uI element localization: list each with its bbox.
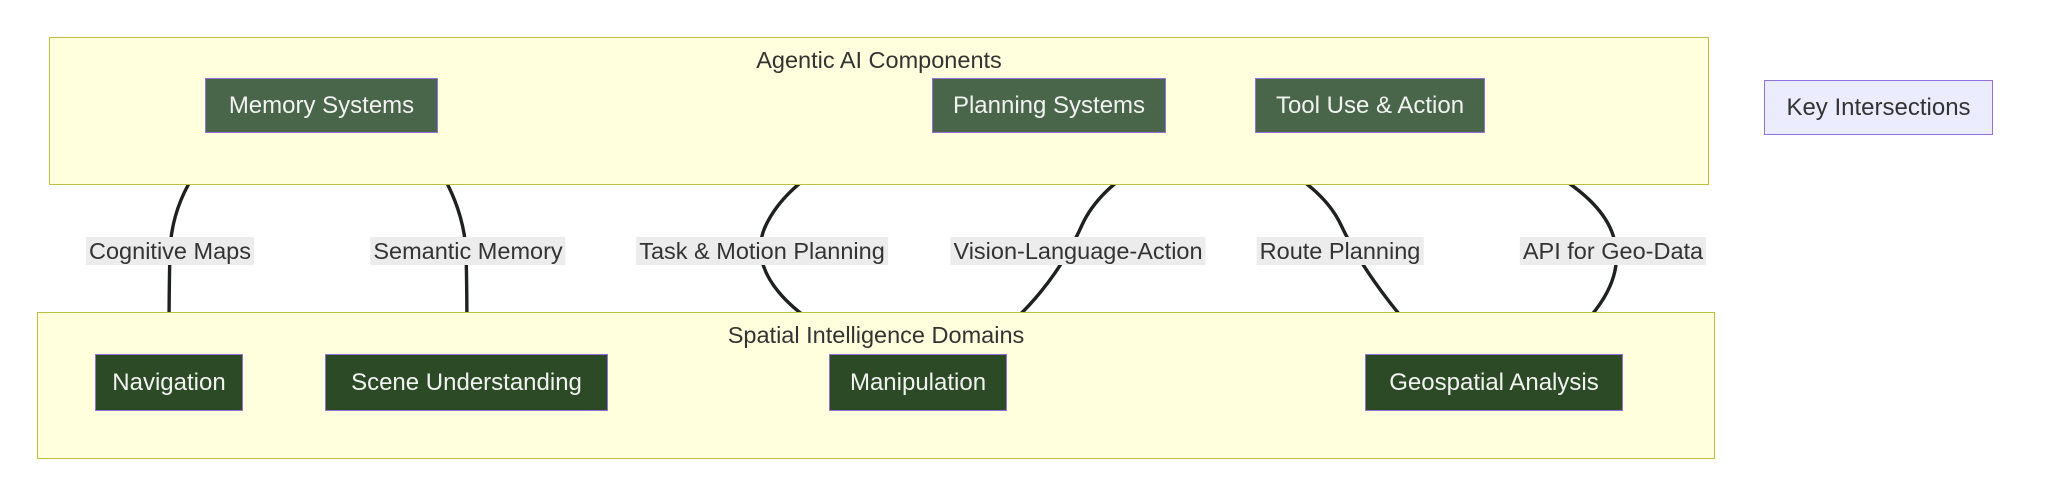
edge-label-task-and-motion-planning: Task & Motion Planning xyxy=(636,237,888,266)
node-geospatial-analysis[interactable]: Geospatial Analysis xyxy=(1365,354,1623,411)
node-tool-use-and-action[interactable]: Tool Use & Action xyxy=(1255,78,1485,133)
node-scene-understanding[interactable]: Scene Understanding xyxy=(325,354,608,411)
subgraph-title-spatial: Spatial Intelligence Domains xyxy=(727,322,1025,348)
edge-label-route-planning: Route Planning xyxy=(1256,237,1424,266)
edge-label-cognitive-maps: Cognitive Maps xyxy=(86,237,254,266)
node-navigation[interactable]: Navigation xyxy=(95,354,243,411)
node-planning-systems[interactable]: Planning Systems xyxy=(932,78,1166,133)
edge-label-semantic-memory: Semantic Memory xyxy=(370,237,566,266)
node-memory-systems[interactable]: Memory Systems xyxy=(205,78,438,133)
edge-label-vision-language-action: Vision-Language-Action xyxy=(950,237,1206,266)
node-key-intersections[interactable]: Key Intersections xyxy=(1764,80,1993,135)
subgraph-title-agentic: Agentic AI Components xyxy=(756,47,1002,73)
edge-label-api-for-geo-data: API for Geo-Data xyxy=(1519,237,1707,266)
node-manipulation[interactable]: Manipulation xyxy=(829,354,1007,411)
